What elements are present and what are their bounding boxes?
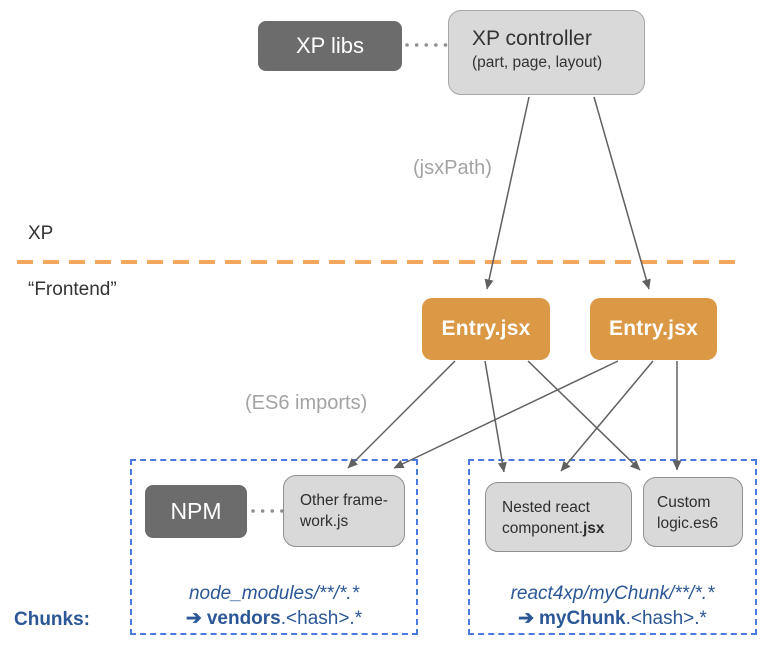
mychunk-chunk-text: react4xp/myChunk/**/*.* ➔myChunk.<hash>.…	[468, 581, 757, 631]
arrow-entryleft-to-customlogic	[527, 360, 641, 471]
arrow-controller-to-entry-left	[484, 96, 530, 290]
xp-controller-box: XP controller (part, page, layout)	[448, 10, 645, 95]
xp-side-label: XP	[28, 223, 54, 244]
vendors-glob-pattern: node_modules/**/*.*	[188, 583, 360, 604]
arrow-entryleft-to-nested	[484, 360, 507, 473]
arrow-entryleft-to-framework	[347, 360, 456, 469]
frontend-side-label: “Frontend”	[28, 279, 117, 300]
es6-imports-label: (ES6 imports)	[245, 392, 368, 414]
npm-label: NPM	[170, 498, 222, 524]
vendors-chunk-name: vendors	[206, 608, 281, 629]
entry-box-right: Entry.jsx	[590, 298, 717, 360]
vendors-chunk-text: node_modules/**/*.* ➔vendors.<hash>.*	[130, 581, 418, 631]
xp-libs-label: XP libs	[295, 33, 365, 58]
xp-controller-title: XP controller	[472, 27, 592, 50]
xp-controller-subtitle: (part, page, layout)	[472, 54, 603, 71]
mychunk-chunk-name: myChunk	[539, 608, 626, 629]
other-framework-line2: work.js	[300, 513, 349, 530]
mychunk-output-name: ➔myChunk.<hash>.*	[468, 606, 757, 631]
entry-right-label: Entry.jsx	[609, 317, 698, 340]
xp-libs-box: XP libs	[258, 21, 402, 71]
vendors-chunk-suffix: .<hash>.*	[280, 608, 363, 629]
chunks-label: Chunks:	[14, 609, 90, 630]
custom-logic-line1: Custom	[657, 494, 711, 511]
right-arrow-icon: ➔	[518, 608, 534, 629]
arrow-entryright-to-framework	[393, 360, 619, 469]
mychunk-chunk-suffix: .<hash>.*	[625, 608, 707, 629]
jsxpath-label: (jsxPath)	[413, 157, 492, 179]
vendors-output-name: ➔vendors.<hash>.*	[130, 606, 418, 631]
custom-logic-box: Custom logic.es6	[643, 477, 743, 547]
vendors-chunk-container	[130, 459, 418, 635]
npm-box: NPM	[145, 485, 247, 538]
arrow-entryright-to-nested	[560, 360, 654, 472]
entry-left-label: Entry.jsx	[441, 317, 531, 340]
entry-box-left: Entry.jsx	[422, 298, 550, 360]
nested-component-box: Nested react component.jsx	[485, 482, 632, 552]
other-framework-box: Other frame- work.js	[283, 475, 405, 547]
arrow-controller-to-entry-right	[593, 96, 651, 290]
nested-component-line2: component.jsx	[502, 520, 605, 537]
mychunk-container	[468, 459, 757, 635]
nested-component-line1: Nested react	[502, 499, 590, 516]
custom-logic-line2: logic.es6	[657, 515, 719, 532]
right-arrow-icon: ➔	[185, 608, 202, 629]
other-framework-line1: Other frame-	[300, 492, 388, 509]
mychunk-glob-pattern: react4xp/myChunk/**/*.*	[510, 583, 715, 604]
